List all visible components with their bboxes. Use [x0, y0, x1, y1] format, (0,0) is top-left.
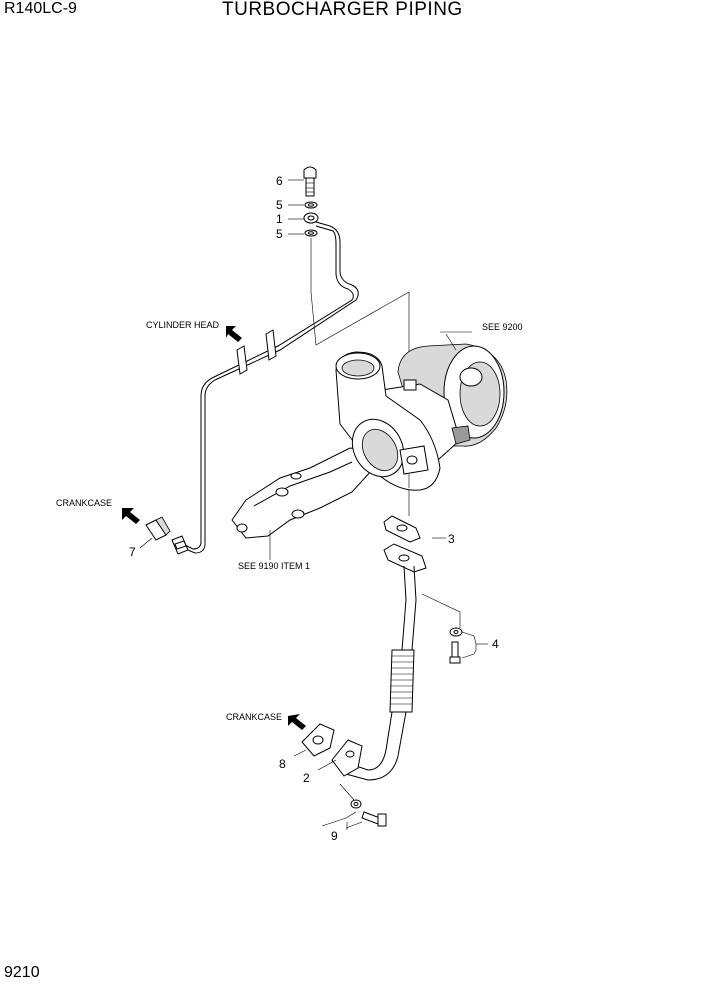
- bolt-washer-set-lower: [321, 783, 387, 829]
- oil-return-pipe: [331, 543, 427, 781]
- arrow-crankcase-upper: [122, 508, 140, 524]
- oil-supply-pipe: [171, 221, 359, 555]
- callout-3: 3: [448, 532, 455, 546]
- callout-6: 6: [276, 174, 283, 188]
- connector-fitting: [145, 516, 171, 541]
- lower-gasket: [301, 723, 335, 757]
- callout-5b: 5: [276, 227, 283, 241]
- callout-9: 9: [331, 829, 338, 843]
- arrow-cylinder-head: [226, 326, 242, 342]
- turbocharger: [335, 343, 508, 491]
- label-cylinder-head: CYLINDER HEAD: [146, 320, 220, 330]
- callout-2: 2: [303, 771, 310, 785]
- turbo-gasket: [383, 490, 421, 543]
- callout-leaders: [139, 179, 488, 830]
- label-see-9200: SEE 9200: [482, 322, 523, 332]
- page-title: TURBOCHARGER PIPING: [222, 0, 463, 20]
- callout-4: 4: [492, 637, 499, 651]
- callout-1: 1: [276, 212, 283, 226]
- model-name: R140LC-9: [4, 0, 77, 17]
- label-crankcase-lower: CRANKCASE: [226, 712, 282, 722]
- arrow-crankcase-lower: [288, 714, 306, 730]
- callout-5a: 5: [276, 198, 283, 212]
- page-number: 9210: [4, 964, 40, 981]
- callout-7: 7: [129, 545, 136, 559]
- banjo-bolt-stack: [303, 166, 410, 385]
- label-crankcase-upper: CRANKCASE: [56, 498, 112, 508]
- callout-8: 8: [279, 757, 286, 771]
- banjo-bolt: [303, 166, 317, 179]
- bolt-washer-set-upper: [421, 593, 477, 664]
- label-see-9190: SEE 9190 ITEM 1: [238, 561, 310, 571]
- exhaust-manifold: [231, 447, 373, 539]
